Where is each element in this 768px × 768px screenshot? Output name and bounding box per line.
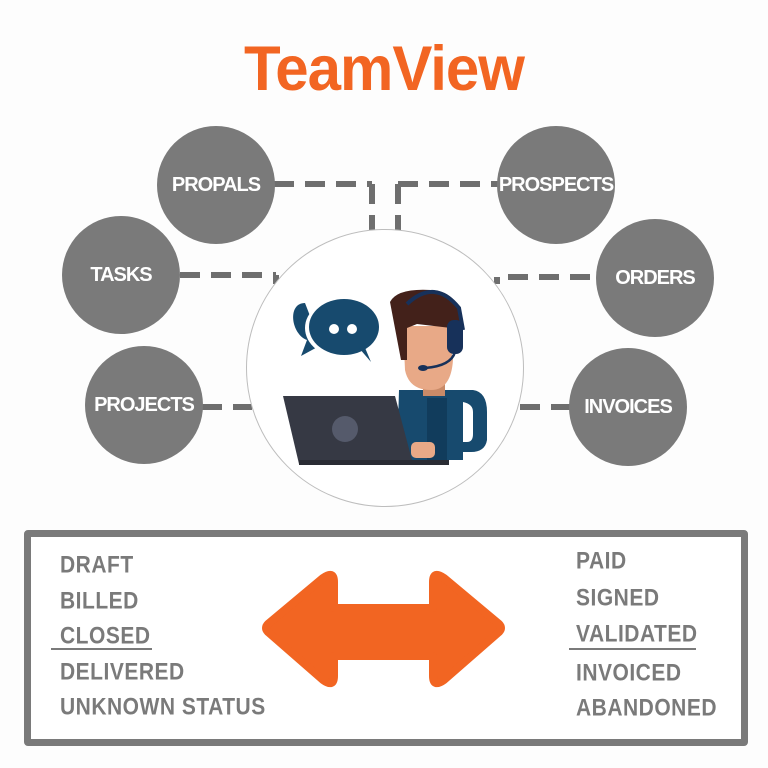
node-orders[interactable]: ORDERS [596,219,714,337]
node-orders-label: ORDERS [615,266,696,289]
node-invoices[interactable]: INVOICES [569,348,687,466]
status-closed: CLOSED [60,623,151,650]
node-tasks-label: TASKS [90,263,152,286]
status-signed: SIGNED [576,585,660,612]
status-delivered: DELIVERED [60,659,185,686]
left-status-divider [51,648,152,650]
status-invoiced: INVOICED [576,660,682,687]
status-abandoned: ABANDONED [576,695,717,722]
status-billed: BILLED [60,588,139,615]
node-prospects[interactable]: PROSPECTS [497,126,615,244]
status-paid: PAID [576,548,627,575]
page-title: TeamView [244,33,525,104]
node-projects-label: PROJECTS [94,393,195,416]
laptop-icon [283,396,449,465]
status-unknown: UNKNOWN STATUS [60,694,266,721]
chat-bubble-icon [293,298,381,362]
node-projects[interactable]: PROJECTS [85,346,203,464]
right-status-divider [569,648,696,650]
node-invoices-label: INVOICES [584,395,673,418]
center-illustration-circle [246,229,524,507]
agent-figure [390,289,487,460]
support-agent-illustration [283,289,487,465]
node-tasks[interactable]: TASKS [62,216,180,334]
node-propals-label: PROPALS [171,173,261,196]
status-validated: VALIDATED [576,621,698,648]
node-prospects-label: PROSPECTS [498,173,614,196]
node-propals[interactable]: PROPALS [157,126,275,244]
status-draft: DRAFT [60,552,134,579]
